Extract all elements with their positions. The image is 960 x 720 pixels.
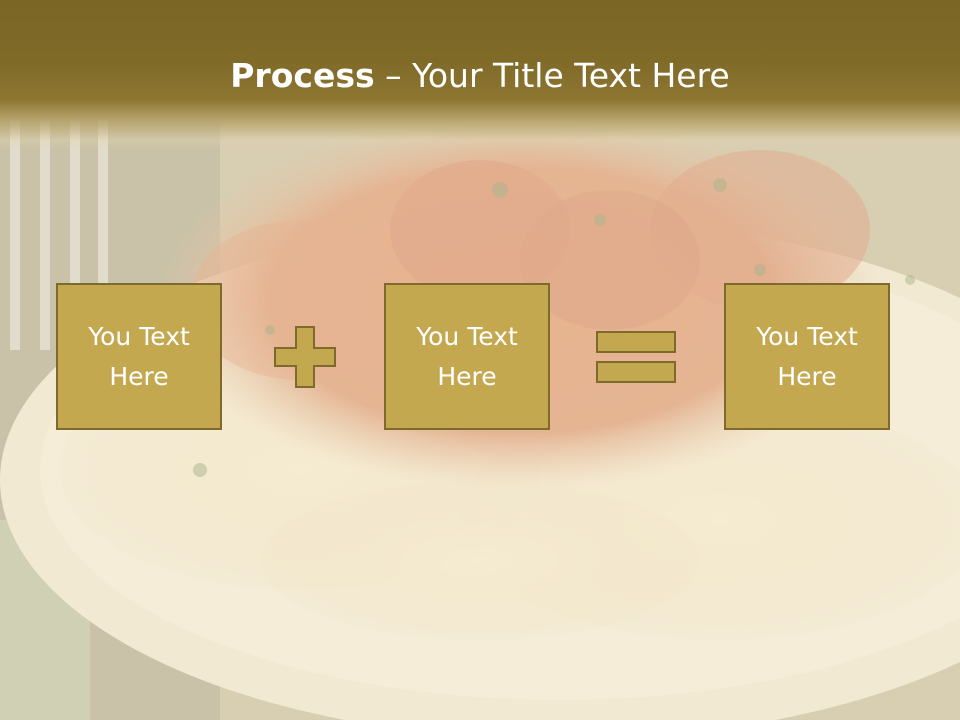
plus-icon (274, 326, 336, 388)
process-box-1-text: You Text Here (88, 321, 190, 391)
title-bold: Process (230, 56, 375, 95)
process-box-2: You Text Here (384, 283, 550, 430)
title-rest: – Your Title Text Here (374, 56, 730, 95)
process-box-3: You Text Here (724, 283, 890, 430)
process-box-1: You Text Here (56, 283, 222, 430)
slide-title: Process – Your Title Text Here (0, 54, 960, 98)
process-box-3-text: You Text Here (756, 321, 858, 391)
process-box-2-text: You Text Here (416, 321, 518, 391)
equals-icon (596, 331, 676, 383)
title-bar (0, 0, 960, 150)
